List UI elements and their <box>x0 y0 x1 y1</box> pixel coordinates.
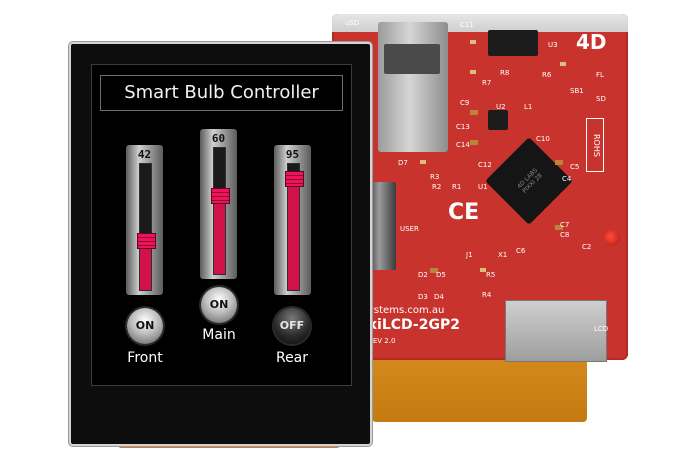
silk-c7: C7 <box>560 221 570 229</box>
capacitor <box>470 140 478 145</box>
rohs-badge: ROHS <box>586 118 604 172</box>
main-label: Main <box>202 327 236 343</box>
front-slider-thumb[interactable] <box>137 233 156 249</box>
silk-r8: R8 <box>500 69 510 77</box>
silk-x1: X1 <box>498 251 508 259</box>
smd-part <box>470 70 476 74</box>
silk-j1: J1 <box>466 251 473 259</box>
silk-c5: C5 <box>570 163 580 171</box>
silk-r3: R3 <box>430 173 440 181</box>
rear-label: Rear <box>275 350 309 366</box>
front-slider-track <box>137 163 156 291</box>
silk-r1: R1 <box>452 183 462 191</box>
silk-c12: C12 <box>478 161 492 169</box>
silk-r4: R4 <box>482 291 492 299</box>
sd-card-opening <box>384 44 440 74</box>
main-slider-thumb[interactable] <box>211 188 230 204</box>
front-label: Front <box>127 350 163 366</box>
silk-c11: C11 <box>460 21 474 29</box>
smd-part <box>420 160 426 164</box>
silk-r6: R6 <box>542 71 552 79</box>
app-title: Smart Bulb Controller <box>100 75 343 111</box>
rear-power-toggle[interactable]: OFF <box>274 308 310 344</box>
main-slider-fill <box>214 196 225 274</box>
capacitor <box>430 268 438 273</box>
rear-brightness-value: 95 <box>285 148 300 161</box>
user-button-housing <box>368 182 396 270</box>
rear-slider-fill <box>288 173 299 290</box>
main-slider-track <box>211 147 230 275</box>
silk-fl: FL <box>596 71 604 79</box>
silk-c4: C4 <box>562 175 572 183</box>
silk-d2: D2 <box>418 271 428 279</box>
silk-d7: D7 <box>398 159 408 167</box>
flash-chip <box>488 30 538 56</box>
silk-u2: U2 <box>496 103 506 111</box>
silk-usd: uSD <box>345 19 360 27</box>
display-screen: Smart Bulb Controller 42 60 95 <box>91 64 352 386</box>
regulator-chip <box>488 110 508 130</box>
silk-r5: R5 <box>486 271 496 279</box>
silk-c2: C2 <box>582 243 592 251</box>
front-slider-fill <box>140 240 151 290</box>
smd-part <box>470 40 476 44</box>
silk-c9: C9 <box>460 99 470 107</box>
sd-card-slot <box>378 22 448 152</box>
rear-slider-thumb[interactable] <box>285 171 304 187</box>
silk-c13: C13 <box>456 123 470 131</box>
smd-part <box>560 62 566 66</box>
silk-model: xiLCD-2GP2 <box>368 317 460 333</box>
capacitor <box>555 160 563 165</box>
main-brightness-slider[interactable]: 60 <box>200 129 237 279</box>
silk-d4: D4 <box>434 293 444 301</box>
silk-sb1: SB1 <box>570 87 584 95</box>
silk-user: USER <box>400 225 419 233</box>
silk-lcd: LCD <box>594 325 609 333</box>
main-power-toggle[interactable]: ON <box>201 287 237 323</box>
silk-c10: C10 <box>536 135 550 143</box>
lcd-connector <box>505 300 607 362</box>
silk-c14: C14 <box>456 141 470 149</box>
silk-r2: R2 <box>432 183 442 191</box>
front-brightness-value: 42 <box>137 148 152 161</box>
display-bezel: Smart Bulb Controller 42 60 95 <box>69 42 372 446</box>
rear-slider-track <box>285 163 304 291</box>
silk-d5: D5 <box>436 271 446 279</box>
silk-website: ystems.com.au <box>368 305 445 316</box>
capacitor <box>470 110 478 115</box>
silk-u1: U1 <box>478 183 488 191</box>
rear-brightness-slider[interactable]: 95 <box>274 145 311 295</box>
silk-d3: D3 <box>418 293 428 301</box>
silk-c8: C8 <box>560 231 570 239</box>
front-brightness-slider[interactable]: 42 <box>126 145 163 295</box>
4d-logo: 4D <box>576 30 607 54</box>
smd-part <box>480 268 486 272</box>
capacitor <box>555 225 563 230</box>
silk-l1: L1 <box>524 103 533 111</box>
power-led-icon <box>604 230 620 246</box>
silk-u3: U3 <box>548 41 558 49</box>
silk-c6: C6 <box>516 247 526 255</box>
front-power-toggle[interactable]: ON <box>127 308 163 344</box>
silk-revision: REV 2.0 <box>368 337 396 345</box>
main-brightness-value: 60 <box>211 132 226 145</box>
ce-mark: CE <box>448 200 480 225</box>
silk-r7: R7 <box>482 79 492 87</box>
silk-sd: SD <box>596 95 606 103</box>
